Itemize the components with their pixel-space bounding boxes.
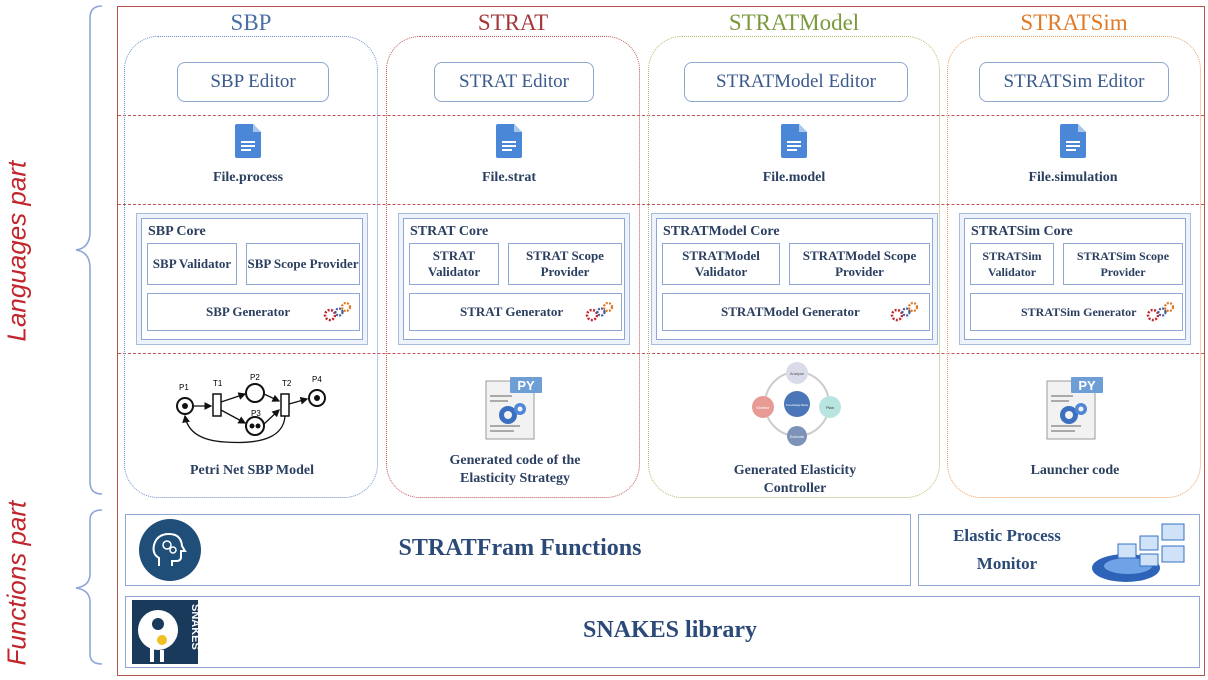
brace-graphics [75, 5, 103, 665]
column-strat [386, 36, 640, 498]
stratsim-core: STRATSim Core STRATSim Validator STRATSi… [959, 213, 1191, 345]
document-icon [1060, 124, 1086, 158]
stratmodel-core: STRATModel Core STRATModel Validator STR… [651, 213, 938, 345]
scope-provider-box[interactable]: STRATSim Scope Provider [1063, 243, 1183, 285]
scope-provider-box[interactable]: STRAT Scope Provider [508, 243, 622, 285]
knowledge-node [784, 391, 810, 417]
title-sbp: SBP [230, 10, 272, 35]
title-stratmodel: STRATModel [728, 10, 860, 35]
generator-box[interactable]: STRATModel Generator [662, 293, 930, 331]
caption-stratmodel: Generated Elasticity Controller [733, 463, 857, 496]
snakes-library-box[interactable] [125, 596, 1200, 668]
place-p3 [245, 416, 265, 436]
generator-label: STRAT Generator [460, 304, 564, 319]
py-badge: PY [1078, 378, 1096, 393]
title-stratsim: STRATSim [1020, 10, 1128, 35]
analyse-node [786, 362, 808, 384]
caption-stratsim: Launcher code [1030, 463, 1120, 478]
t2-label: T2 [282, 379, 292, 388]
core-title: SBP Core [148, 224, 206, 239]
petri-net-diagram: P1 T1 P2 P3 T2 P4 [176, 373, 326, 444]
execute-node [787, 426, 807, 446]
svg-text:Knowledge Base: Knowledge Base [786, 403, 809, 407]
stratfram-functions-label: STRATFram Functions [398, 535, 642, 561]
file-label-stratsim: File.simulation [1028, 170, 1118, 185]
file-label-sbp: File.process [212, 170, 284, 185]
document-icon [781, 124, 807, 158]
scope-provider-box[interactable]: SBP Scope Provider [246, 243, 360, 285]
caption-strat: Generated code of the Elasticity Strateg… [449, 453, 581, 486]
py-badge: PY [517, 378, 535, 393]
file-label-strat: File.strat [481, 170, 537, 185]
transition-t2 [280, 393, 290, 417]
validator-box[interactable]: SBP Validator [147, 243, 237, 285]
core-title: STRAT Core [410, 224, 489, 239]
python-code-icon: PY [485, 377, 542, 440]
gears-icon [1146, 301, 1175, 322]
scope-provider-box[interactable]: STRATModel Scope Provider [789, 243, 930, 285]
svg-text:Plan: Plan [826, 405, 834, 410]
generator-box[interactable]: STRATSim Generator [970, 293, 1183, 331]
generator-label: STRATSim Generator [1021, 305, 1137, 319]
validator-box[interactable]: STRATSim Validator [970, 243, 1054, 285]
core-title: STRATSim Core [971, 224, 1073, 239]
svg-text:Analyse: Analyse [790, 371, 805, 376]
stratmodel-editor[interactable]: STRATModel Editor [684, 62, 908, 102]
transition-t1 [212, 393, 222, 417]
stratsim-editor[interactable]: STRATSim Editor [979, 62, 1169, 102]
snakes-logo-text: SNAKES [189, 604, 198, 650]
t1-label: T1 [213, 379, 223, 388]
core-title: STRATModel Core [663, 224, 780, 239]
mape-k-diagram: Analyse Plan Execute Monitor Knowledge B… [752, 362, 841, 446]
python-code-icon: PY [1046, 377, 1103, 440]
snakes-logo-icon: SNAKES [132, 600, 198, 664]
p2-label: P2 [250, 373, 260, 382]
separator-1 [118, 115, 1204, 116]
p3-label: P3 [251, 409, 261, 418]
languages-part-label: Languages part [1, 160, 32, 342]
gears-icon [890, 301, 919, 322]
validator-box[interactable]: STRAT Validator [409, 243, 499, 285]
monitor-node [752, 396, 774, 418]
stratfram-functions-box[interactable] [125, 514, 911, 586]
generator-label: SBP Generator [206, 304, 291, 319]
strat-core: STRAT Core STRAT Validator STRAT Scope P… [398, 213, 630, 345]
strat-editor[interactable]: STRAT Editor [434, 62, 594, 102]
generator-label: STRATModel Generator [721, 304, 860, 319]
sbp-core: SBP Core SBP Validator SBP Scope Provide… [136, 213, 368, 345]
sbp-editor[interactable]: SBP Editor [177, 62, 329, 102]
svg-text:Execute: Execute [790, 434, 805, 439]
caption-sbp: Petri Net SBP Model [189, 463, 315, 478]
file-label-stratmodel: File.model [762, 170, 826, 185]
column-stratsim [947, 36, 1201, 498]
document-icon [235, 124, 261, 158]
generator-box[interactable]: STRAT Generator [409, 293, 622, 331]
separator-2 [118, 204, 1204, 205]
monitor-screens-icon [1092, 523, 1185, 582]
brain-head-icon [139, 519, 201, 581]
functions-brace [75, 509, 103, 665]
validator-box[interactable]: STRATModel Validator [662, 243, 780, 285]
gears-icon [323, 301, 352, 322]
elastic-process-monitor-label: Elastic Process Monitor [953, 526, 1061, 573]
gears-icon [585, 301, 614, 322]
architecture-frame [117, 6, 1205, 676]
p4-label: P4 [312, 375, 322, 384]
place-p2 [245, 383, 265, 403]
document-icon [496, 124, 522, 158]
p1-label: P1 [179, 383, 189, 392]
functions-part-label: Functions part [1, 500, 32, 666]
generator-box[interactable]: SBP Generator [147, 293, 360, 331]
column-sbp [124, 36, 378, 498]
languages-brace [75, 5, 103, 495]
plan-node [819, 396, 841, 418]
separator-3 [118, 353, 1204, 354]
title-strat: STRAT [477, 10, 549, 35]
svg-text:Monitor: Monitor [756, 405, 770, 410]
column-stratmodel [648, 36, 940, 498]
snakes-library-label: SNAKES library [582, 617, 758, 643]
